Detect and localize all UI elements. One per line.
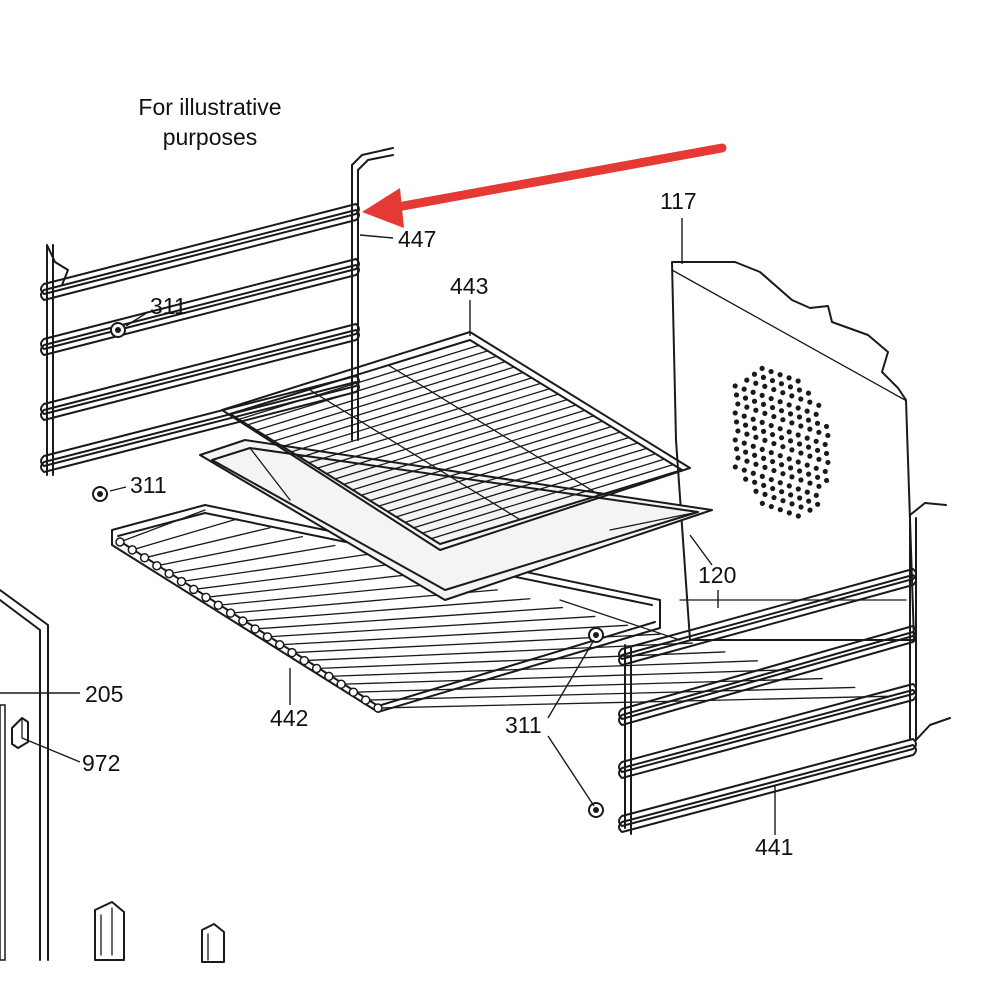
baking-tray-120 <box>199 439 713 601</box>
red-arrow-icon <box>362 143 727 228</box>
callout-311-left-top: 311 <box>150 293 187 319</box>
callout-443: 443 <box>450 273 489 299</box>
callout-120: 120 <box>698 562 737 588</box>
right-support-rails <box>618 568 917 833</box>
callout-117: 117 <box>660 188 697 214</box>
leader-lines <box>0 218 776 835</box>
screw-311-right-top <box>588 627 604 643</box>
callout-447: 447 <box>398 226 437 252</box>
oven-rack-443 <box>221 331 691 551</box>
callout-205: 205 <box>85 681 124 707</box>
hinge-brackets <box>94 901 225 963</box>
note-line-1: For illustrative <box>138 94 282 120</box>
right-shelf-support-441 <box>618 502 951 835</box>
screw-311-left-top <box>110 322 126 338</box>
rear-panel-117 <box>671 261 915 641</box>
callout-972: 972 <box>82 750 121 776</box>
door-frame-205 <box>0 589 49 961</box>
fan-grille-holes <box>732 365 831 519</box>
callout-311-right: 311 <box>505 712 542 738</box>
illustration-note: For illustrative purposes <box>110 92 310 152</box>
shelf-clip-icon <box>11 717 29 749</box>
screw-311-left-loose <box>92 486 108 502</box>
note-line-2: purposes <box>162 124 258 150</box>
left-shelf-support-447 <box>40 147 394 476</box>
callout-442: 442 <box>270 705 309 731</box>
callout-441: 441 <box>755 834 794 860</box>
callout-311-left-loose: 311 <box>130 472 167 498</box>
screw-311-right-bottom <box>588 802 604 818</box>
oven-rack-bars <box>238 344 674 540</box>
left-support-rails <box>40 203 360 473</box>
